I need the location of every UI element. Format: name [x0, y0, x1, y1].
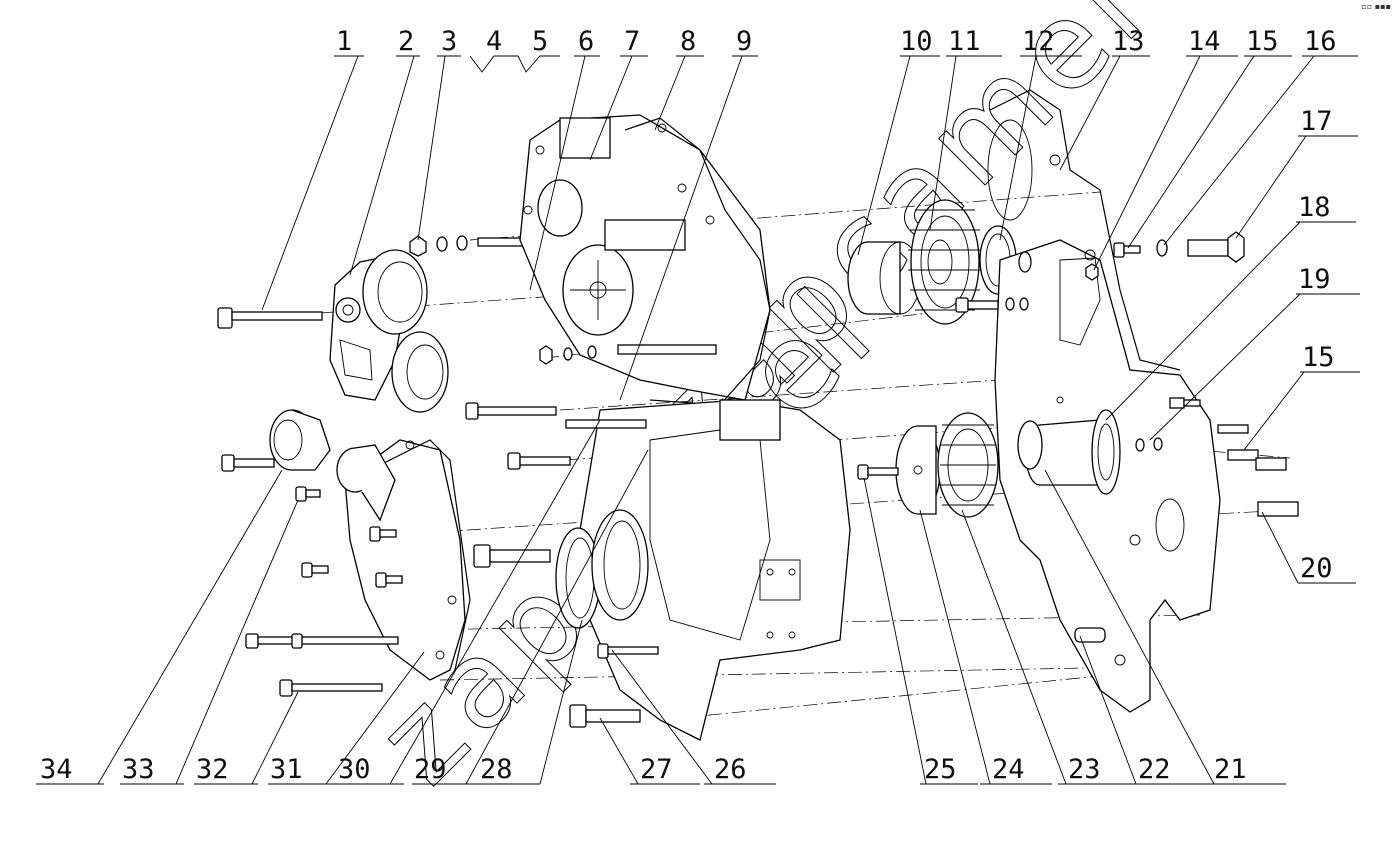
label-15b: 15	[1302, 342, 1335, 373]
label-3: 3	[441, 26, 457, 57]
label-16: 16	[1304, 26, 1337, 57]
label-13: 13	[1112, 26, 1145, 57]
bolts-left	[221, 344, 717, 728]
label-10: 10	[900, 26, 933, 57]
part-belt-tensioner	[329, 249, 449, 413]
label-15: 15	[1246, 26, 1279, 57]
label-20: 20	[1300, 553, 1333, 584]
label-19: 19	[1298, 264, 1331, 295]
label-27: 27	[640, 754, 673, 785]
label-2: 2	[398, 26, 414, 57]
part-crank-gear	[857, 412, 999, 518]
bolts-right	[1074, 397, 1299, 643]
label-23: 23	[1068, 754, 1101, 785]
label-17: 17	[1300, 106, 1333, 137]
label-8: 8	[680, 26, 696, 57]
label-4: 4	[486, 26, 502, 57]
label-28: 28	[480, 754, 513, 785]
label-30: 30	[338, 754, 371, 785]
label-9: 9	[736, 26, 752, 57]
label-14: 14	[1188, 26, 1221, 57]
part-timing-case	[579, 399, 851, 741]
label-34: 34	[40, 754, 73, 785]
part-upper-cover	[519, 114, 771, 401]
part-number-labels: 1 2 3 4 5 6 7 8 9 10 11 12 13 14 15 16 1…	[40, 26, 1337, 785]
corner-mark: ▫▫ ▪▪▪	[1361, 2, 1391, 11]
label-33: 33	[122, 754, 155, 785]
label-29: 29	[414, 754, 447, 785]
label-31: 31	[270, 754, 303, 785]
label-26: 26	[714, 754, 747, 785]
label-21: 21	[1214, 754, 1247, 785]
label-32: 32	[196, 754, 229, 785]
label-5: 5	[532, 26, 548, 57]
label-25: 25	[924, 754, 957, 785]
label-18: 18	[1298, 192, 1331, 223]
label-6: 6	[578, 26, 594, 57]
parts-upper-right	[955, 231, 1245, 313]
label-1: 1	[336, 26, 352, 57]
label-12: 12	[1022, 26, 1055, 57]
part-filler-cap	[269, 409, 396, 522]
leader-lines	[36, 55, 1360, 785]
part-rear-gasket	[987, 89, 1181, 371]
part-hub-18-19	[1017, 409, 1163, 495]
part-gasket-upper	[624, 117, 771, 406]
label-7: 7	[624, 26, 640, 57]
part-idler-hub	[847, 241, 921, 315]
label-22: 22	[1138, 754, 1171, 785]
label-11: 11	[948, 26, 981, 57]
part-idler-gear	[908, 199, 982, 325]
label-24: 24	[992, 754, 1025, 785]
part-bolt-1	[217, 307, 323, 329]
